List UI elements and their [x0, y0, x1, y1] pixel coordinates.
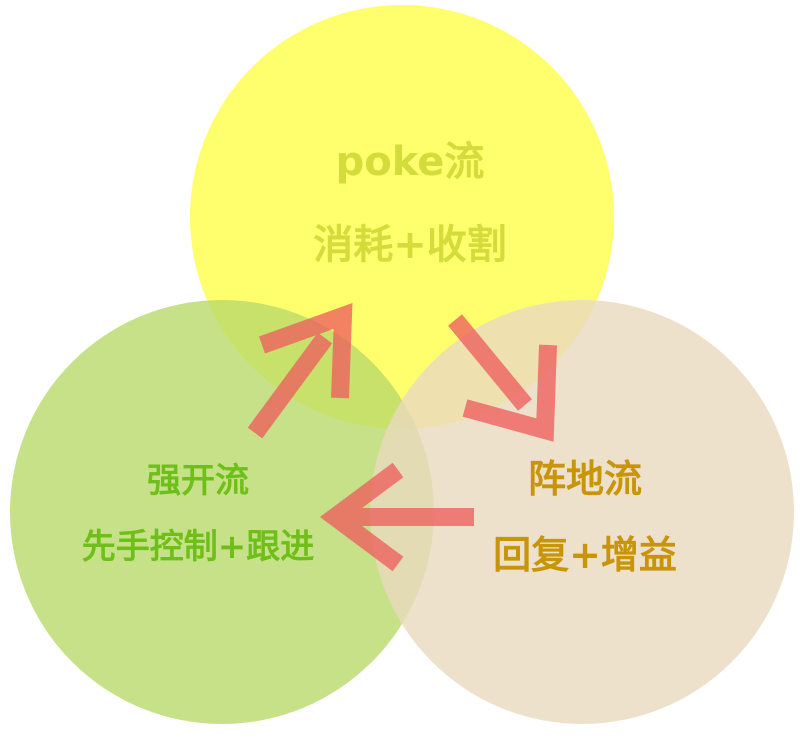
poke-title: poke流	[336, 139, 485, 185]
arrow-siege-to-aggressive	[319, 462, 474, 572]
arrow-aggressive-to-poke	[247, 303, 353, 439]
aggressive-circle	[10, 300, 434, 724]
arrow-poke-to-siege	[448, 314, 557, 442]
aggressive-subtitle: 先手控制+跟进	[82, 527, 315, 567]
siege-title: 阵地流	[528, 457, 642, 501]
siege-subtitle: 回复+增益	[493, 533, 677, 577]
poke-subtitle: 消耗+收割	[313, 222, 507, 268]
aggressive-title: 强开流	[147, 461, 249, 501]
